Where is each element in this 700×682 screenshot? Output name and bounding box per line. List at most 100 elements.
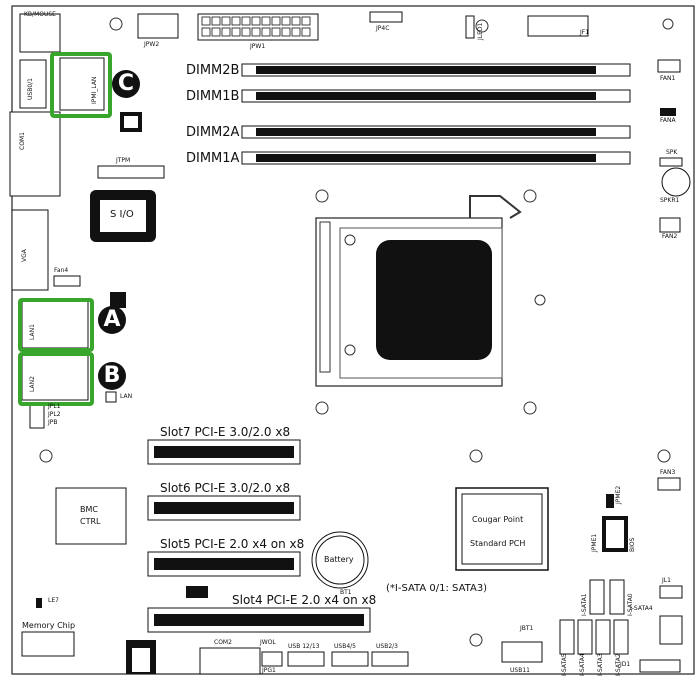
label-vga: VGA	[21, 249, 28, 262]
label-usb1213: USB 12/13	[288, 643, 320, 650]
label-lan1: LAN1	[29, 324, 36, 340]
fan4-header	[53, 275, 81, 287]
label-bt1: BT1	[340, 589, 352, 596]
usb01-port	[19, 59, 47, 109]
dimm-slots	[241, 63, 631, 165]
label-sata3: I-SATA3	[597, 653, 604, 676]
label-com2: COM2	[214, 639, 232, 646]
callout-c: C	[112, 70, 140, 98]
label-jp4c: JP4C	[376, 25, 390, 32]
usb45-header	[331, 651, 369, 667]
callout-a: A	[98, 306, 126, 334]
sata4-right	[659, 615, 683, 645]
label-jbt1: JBT1	[520, 625, 534, 632]
label-dimm1b: DIMM1B	[186, 89, 240, 104]
label-pch-line1: Cougar Point	[472, 515, 524, 524]
highlight-lan1	[18, 298, 94, 352]
jpw1-connector	[197, 13, 319, 41]
fan2-header	[659, 217, 681, 233]
com2-header	[199, 647, 261, 675]
label-dimm2a: DIMM2A	[186, 125, 240, 140]
label-usb01: USB0/1	[27, 78, 34, 100]
label-battery: Battery	[324, 555, 354, 564]
lan-small-square	[110, 292, 126, 308]
label-kb-mouse: KB/MOUSE	[24, 11, 56, 18]
label-jpg1: JPG1	[262, 667, 276, 674]
speaker	[661, 167, 691, 197]
jd1-header	[639, 659, 681, 673]
callout-b: B	[98, 362, 126, 390]
jf1-front-panel	[527, 15, 589, 37]
label-le7: LE7	[48, 597, 59, 604]
ipmi-lan-port	[59, 57, 105, 111]
label-bios: BIOS	[629, 537, 636, 552]
label-sata4: I-SATA4	[579, 653, 586, 676]
label-lan-led: LAN	[120, 393, 133, 400]
highlight-lan2	[18, 352, 94, 406]
jl1-header	[659, 585, 683, 599]
jp4c-header	[369, 11, 403, 23]
label-fana: FANA	[660, 117, 676, 124]
label-jtpm: JTPM	[116, 157, 131, 164]
label-jf1: JF1	[580, 29, 590, 36]
jpw2-connector	[137, 13, 179, 39]
label-slot7: Slot7 PCI-E 3.0/2.0 x8	[160, 425, 291, 439]
fana-header	[660, 108, 676, 116]
lan-led	[105, 391, 117, 403]
label-com1: COM1	[19, 132, 26, 150]
jpme2-jumper	[606, 494, 614, 508]
label-jd1: JD1	[620, 661, 631, 668]
usb11-header	[501, 641, 543, 663]
label-jpme1: JPME1	[591, 533, 598, 552]
bmc-chip	[55, 487, 127, 545]
label-usb45: USB4/5	[334, 643, 356, 650]
memory-chip	[21, 631, 75, 657]
label-ctrl: CTRL	[80, 517, 101, 526]
label-jpb: JPB	[48, 419, 58, 426]
label-sata-note: (*I-SATA 0/1: SATA3)	[386, 583, 488, 594]
label-sata1: I-SATA1	[581, 593, 588, 616]
label-ipmi-lan: IPMI_LAN	[91, 76, 98, 104]
label-sio: S I/O	[110, 209, 134, 220]
label-spkr1: SPKR1	[660, 197, 680, 204]
com1-port	[9, 111, 61, 197]
label-jpl2: JPL2	[48, 411, 61, 418]
small-jumpers	[186, 586, 208, 598]
label-usb11: USB11	[510, 667, 530, 674]
label-jpw2: JPW2	[144, 41, 160, 48]
label-memory-chip: Memory Chip	[22, 621, 76, 630]
label-fan1: FAN1	[660, 75, 676, 82]
label-fan4: Fan4	[54, 267, 69, 274]
label-jpl1: JPL1	[48, 403, 61, 410]
cpu-socket	[315, 195, 546, 387]
label-slot6: Slot6 PCI-E 3.0/2.0 x8	[160, 481, 291, 495]
label-jwol: JWOL	[260, 639, 276, 646]
fan1-header	[657, 59, 681, 73]
led-bank	[29, 403, 45, 429]
label-fan2: FAN2	[662, 233, 678, 240]
label-usb23: USB2/3	[376, 643, 398, 650]
fan3-header	[657, 477, 681, 491]
highlight-ipmi-lan	[50, 52, 112, 118]
usb1213-header	[287, 651, 325, 667]
label-dimm2b: DIMM2B	[186, 63, 240, 78]
label-dimm1a: DIMM1A	[186, 151, 240, 166]
sata-ports	[559, 579, 629, 655]
spk-header	[659, 157, 683, 167]
label-fan3: FAN3	[660, 469, 676, 476]
label-jpme2: JPME2	[615, 485, 622, 504]
jwol-header	[261, 651, 283, 667]
label-jled: JLED1	[477, 22, 484, 40]
label-jl1: JL1	[662, 577, 671, 584]
label-pch-line2: Standard PCH	[470, 539, 526, 548]
vga-port	[11, 209, 49, 291]
sio-chip-inner	[100, 200, 146, 232]
usb23-header	[371, 651, 409, 667]
label-sata4-right: I-SATA4	[630, 605, 653, 612]
kb-mouse-port	[19, 13, 61, 53]
label-bmc: BMC	[80, 505, 98, 514]
label-lan2: LAN2	[29, 376, 36, 392]
label-spk: SPK	[666, 149, 678, 156]
